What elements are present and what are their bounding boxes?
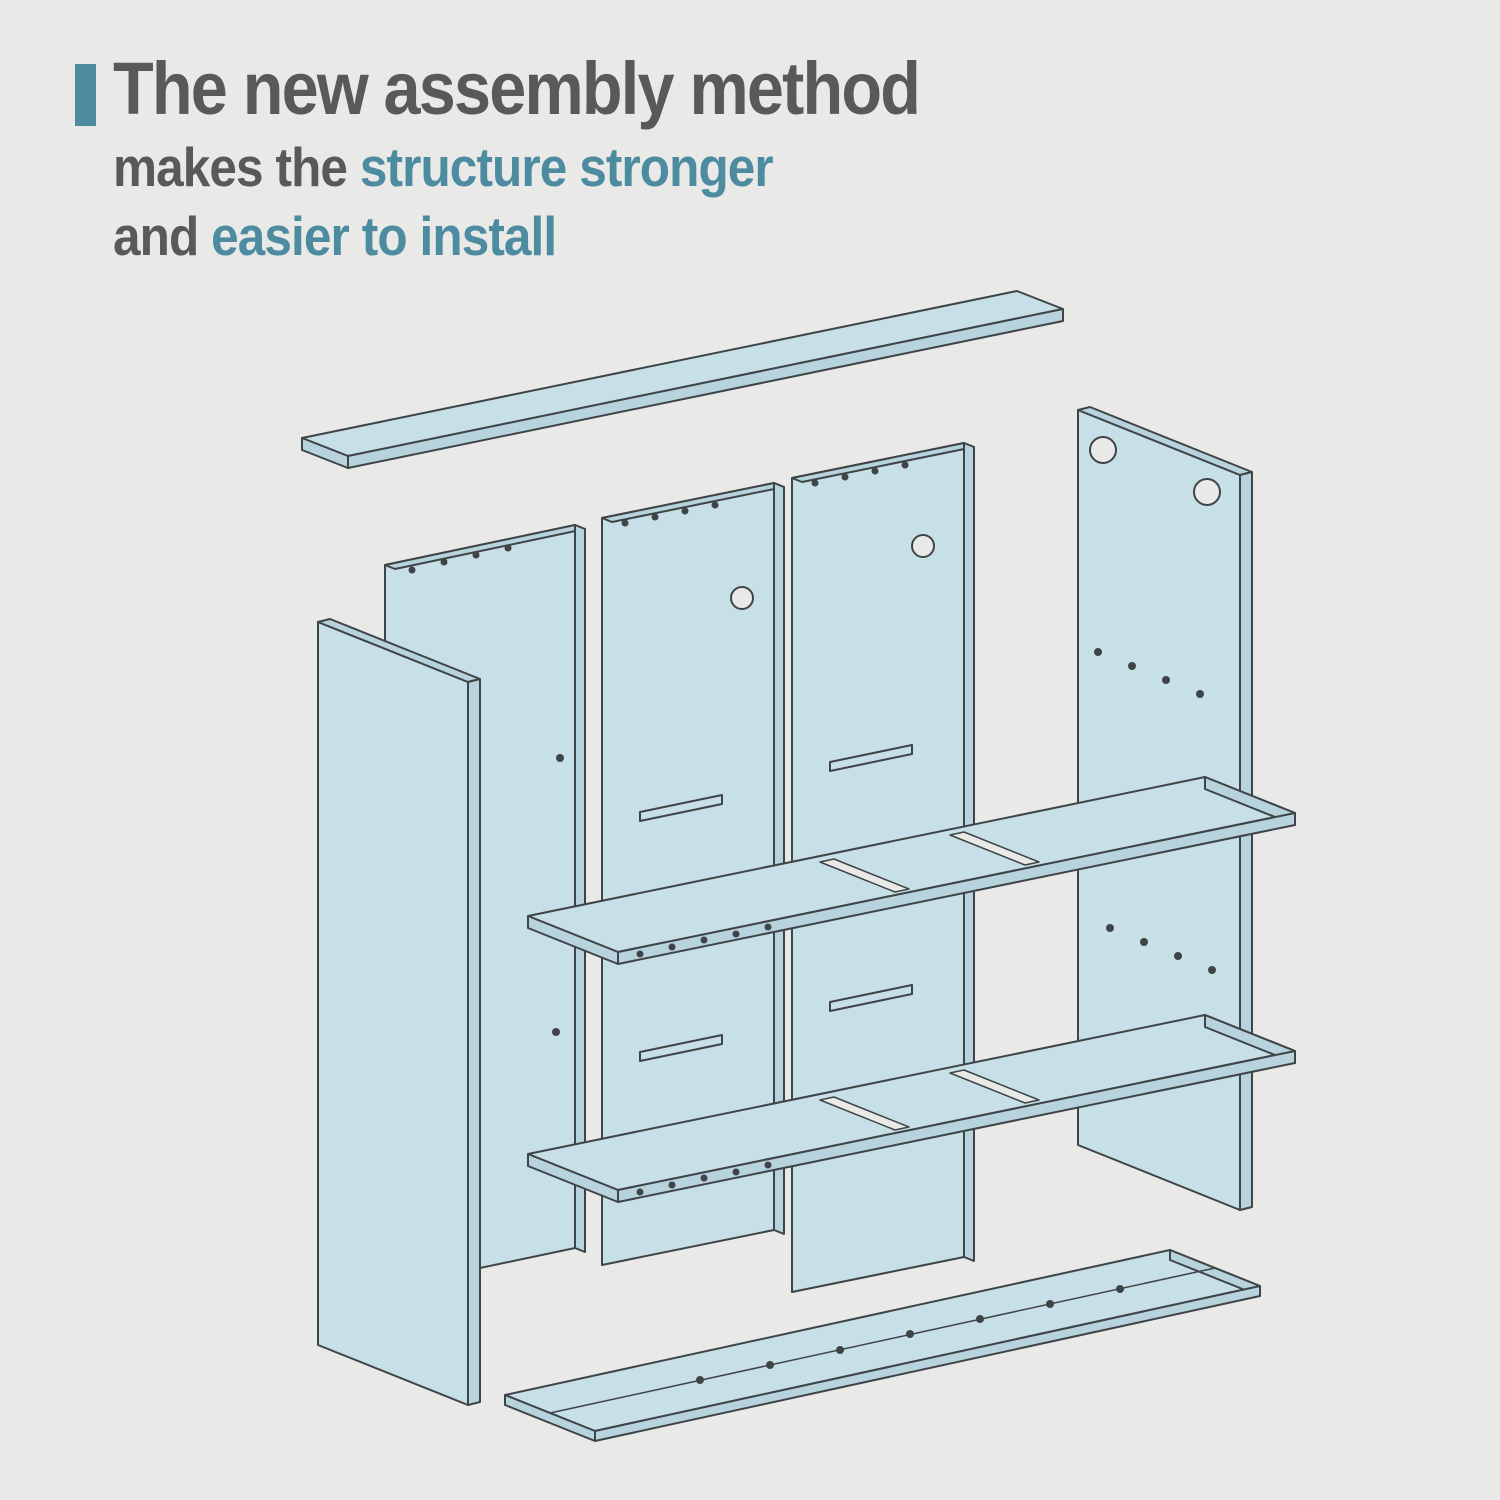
subtitle-3-prefix: and <box>113 205 212 267</box>
subtitle-line-3: and easier to install <box>113 209 919 264</box>
interlock-slot <box>949 1069 1040 1104</box>
subtitle-line-2: makes the structure stronger <box>113 140 919 195</box>
bottom-panel <box>504 1249 1261 1442</box>
cam-lock-hole <box>1193 478 1221 506</box>
cam-lock-hole <box>911 534 935 558</box>
shelf-support-cleat <box>829 744 913 772</box>
top-panel <box>301 290 1064 469</box>
upper-shelf <box>527 776 1296 965</box>
interlock-slot <box>819 858 910 893</box>
shelf-support-cleat <box>639 794 723 822</box>
subtitle-2-prefix: makes the <box>113 136 360 198</box>
left-side-panel <box>317 618 481 1406</box>
subtitle-3-highlight: easier to install <box>211 205 557 267</box>
shelf-support-cleat <box>639 1034 723 1062</box>
cam-lock-hole <box>1089 436 1117 464</box>
accent-bar <box>75 64 96 126</box>
subtitle-2-highlight: structure stronger <box>359 136 774 198</box>
headline-block: The new assembly method makes the struct… <box>75 52 1009 264</box>
page-title: The new assembly method <box>113 47 921 130</box>
shelf-support-cleat <box>829 984 913 1012</box>
cam-lock-hole <box>730 586 754 610</box>
lower-shelf <box>527 1014 1296 1203</box>
interlock-slot <box>819 1096 910 1131</box>
divider-panel-a <box>601 482 785 1266</box>
interlock-slot <box>949 831 1040 866</box>
